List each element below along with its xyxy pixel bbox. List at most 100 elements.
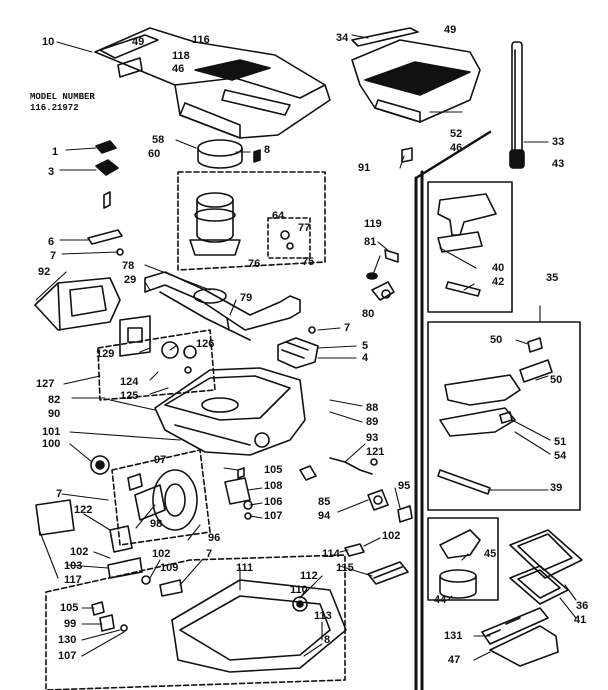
- label-7d: 7: [206, 548, 213, 560]
- label-7c: 7: [56, 488, 63, 500]
- label-98: 98: [150, 518, 163, 530]
- label-102: 102: [70, 546, 89, 558]
- label-125: 125: [120, 390, 139, 402]
- small-clip-parts: [367, 250, 398, 300]
- label-102c: 102: [382, 530, 401, 542]
- label-52: 52: [450, 128, 463, 140]
- label-126: 126: [196, 338, 215, 350]
- label-41: 41: [574, 614, 587, 626]
- label-78: 78: [122, 260, 135, 272]
- label-127: 127: [36, 378, 55, 390]
- label-107: 107: [264, 510, 283, 522]
- label-121: 121: [366, 446, 385, 458]
- label-58: 58: [152, 134, 165, 146]
- label-82: 82: [48, 394, 61, 406]
- label-117: 117: [64, 574, 82, 586]
- label-44: 44: [434, 594, 447, 606]
- label-124: 124: [120, 376, 139, 388]
- motor-box: [178, 172, 325, 270]
- label-35: 35: [546, 272, 559, 284]
- label-43: 43: [552, 158, 565, 170]
- label-75: 75: [302, 256, 315, 268]
- label-93: 93: [366, 432, 379, 444]
- label-100: 100: [42, 438, 61, 450]
- label-99: 99: [64, 618, 77, 630]
- label-54: 54: [554, 450, 567, 462]
- label-95: 95: [398, 480, 411, 492]
- label-76: 76: [248, 258, 261, 270]
- label-101: 101: [42, 426, 61, 438]
- label-3: 3: [48, 166, 55, 178]
- label-40: 40: [492, 262, 505, 274]
- label-96: 96: [208, 532, 221, 544]
- top-cover-part: [352, 28, 480, 122]
- label-92: 92: [38, 266, 51, 278]
- label-7b: 7: [344, 322, 351, 334]
- label-91: 91: [358, 162, 371, 174]
- label-46: 46: [172, 63, 185, 75]
- label-112: 112: [300, 570, 318, 582]
- label-105: 105: [264, 464, 283, 476]
- separator-wall: [416, 132, 490, 690]
- label-49: 49: [132, 36, 145, 48]
- label-114: 114: [322, 548, 340, 560]
- wheel-part: [91, 456, 109, 474]
- label-60: 60: [148, 148, 161, 160]
- leader-lines: [36, 35, 576, 660]
- label-129: 129: [96, 348, 115, 360]
- label-46b: 46: [450, 142, 463, 154]
- label-39: 39: [550, 482, 563, 494]
- label-111: 111: [236, 562, 254, 574]
- label-108: 108: [264, 480, 283, 492]
- label-5: 5: [362, 340, 369, 352]
- label-103: 103: [64, 560, 83, 572]
- label-85: 85: [318, 496, 331, 508]
- label-8: 8: [264, 144, 271, 156]
- cord-reel-parts: [36, 500, 182, 596]
- canister-body-part: [155, 368, 305, 455]
- pedal-parts: [225, 468, 252, 519]
- label-49b: 49: [444, 24, 457, 36]
- label-105b: 105: [60, 602, 79, 614]
- motor-ring-part: [198, 140, 242, 168]
- latch-parts: [88, 141, 123, 255]
- label-10: 10: [42, 36, 55, 48]
- bracket-part: [98, 316, 215, 400]
- crevice-tool-parts: [482, 608, 558, 666]
- tools-box-35: [428, 322, 580, 510]
- tools-box-43: [428, 182, 512, 312]
- label-80: 80: [362, 308, 375, 320]
- label-47: 47: [448, 654, 461, 666]
- label-107b: 107: [58, 650, 77, 662]
- label-113: 113: [314, 610, 332, 622]
- label-88: 88: [366, 402, 379, 414]
- label-109: 109: [160, 562, 179, 574]
- label-89: 89: [366, 416, 379, 428]
- label-94: 94: [318, 510, 331, 522]
- model-number-block: MODEL NUMBER 116.21972: [30, 92, 95, 114]
- label-90: 90: [48, 408, 61, 420]
- base-plate-part: [46, 555, 346, 690]
- label-36: 36: [576, 600, 589, 612]
- label-51: 51: [554, 436, 567, 448]
- label-6: 6: [48, 236, 55, 248]
- label-33: 33: [552, 136, 565, 148]
- label-119: 119: [364, 218, 382, 230]
- label-8b: 8: [324, 634, 331, 646]
- label-115: 115: [336, 562, 354, 574]
- hose-part: [145, 272, 300, 340]
- label-42: 42: [492, 276, 505, 288]
- label-29: 29: [124, 274, 137, 286]
- label-130: 130: [58, 634, 77, 646]
- label-102b: 102: [152, 548, 171, 560]
- model-heading: MODEL NUMBER: [30, 92, 95, 102]
- label-131: 131: [444, 630, 463, 642]
- label-116: 116: [192, 34, 210, 46]
- tools-box-44: [428, 518, 498, 600]
- label-34: 34: [336, 32, 349, 44]
- label-77: 77: [298, 222, 311, 234]
- label-79: 79: [240, 292, 253, 304]
- label-118: 118: [172, 50, 190, 62]
- latch-114-parts: [345, 544, 408, 584]
